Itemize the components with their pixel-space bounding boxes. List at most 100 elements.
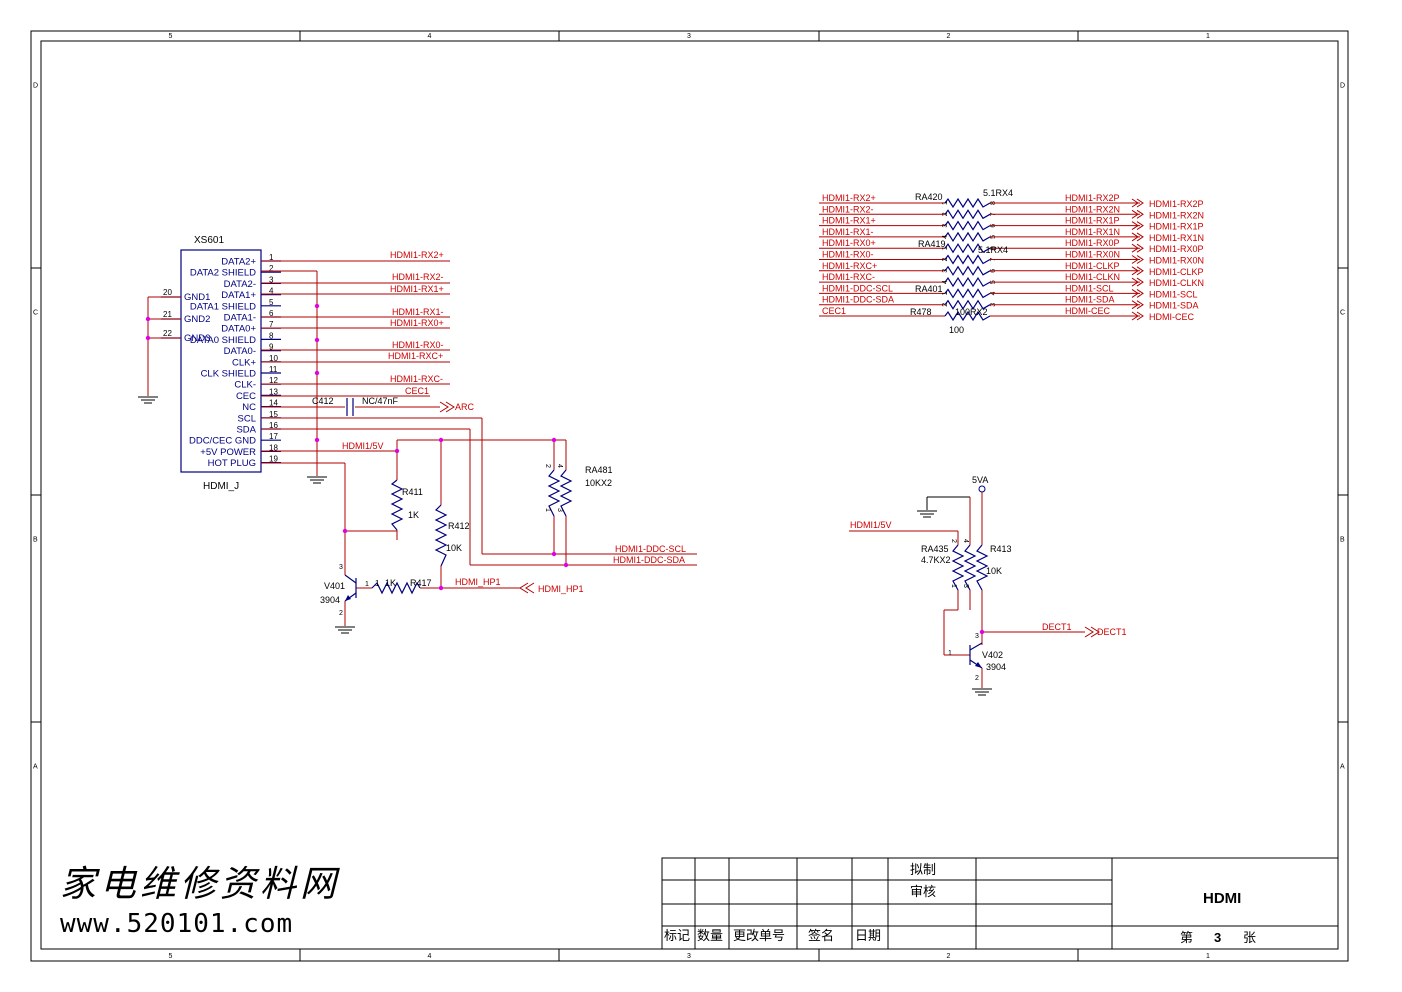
resnet-port-5: HDMI1-RX0N bbox=[1149, 256, 1204, 266]
pin-name-10: CLK+ bbox=[232, 357, 256, 368]
pin-name-16: SDA bbox=[236, 425, 256, 436]
v402-pin-2: 2 bbox=[975, 675, 979, 682]
pin-name-7: DATA0+ bbox=[221, 324, 256, 335]
pin-name-9: DATA0- bbox=[224, 346, 256, 357]
tb-col-sign: 签名 bbox=[808, 928, 834, 943]
resistor-array-ra435[interactable]: RA435 4.7KX2 2 4 1 3 bbox=[921, 539, 977, 591]
pin-number-8: 8 bbox=[269, 331, 274, 340]
tb-sheet-number: 3 bbox=[1214, 930, 1221, 945]
resnet-mid-net-2: HDMI1-RX1P bbox=[1065, 216, 1120, 226]
resistor-array-ra481[interactable]: RA481 10KX2 2 4 1 3 bbox=[544, 464, 613, 517]
pin-number-15: 15 bbox=[269, 410, 278, 419]
pin-number-18: 18 bbox=[269, 443, 278, 452]
pin-name-19: HOT PLUG bbox=[208, 458, 256, 469]
pin-number-12: 12 bbox=[269, 376, 278, 385]
resnet-left-net-6: HDMI1-RXC+ bbox=[822, 261, 877, 271]
pin-number-17: 17 bbox=[269, 432, 278, 441]
ra481-pin-4: 4 bbox=[556, 464, 563, 468]
net-label-rx0n: HDMI1-RX0- bbox=[392, 340, 444, 350]
net-label-hdmi5v: HDMI1/5V bbox=[342, 441, 384, 451]
net-label-rxcp: HDMI1-RXC+ bbox=[388, 351, 443, 361]
pin-name-8: DATA0 SHIELD bbox=[190, 335, 256, 346]
ra481-pin-3: 3 bbox=[556, 508, 563, 512]
pin-name-15: SCL bbox=[238, 413, 256, 424]
resistor-r411[interactable]: R411 1K bbox=[390, 479, 423, 531]
resnet-left-net-5: HDMI1-RX0- bbox=[822, 250, 874, 260]
v402-pin-3: 3 bbox=[975, 633, 979, 640]
gnd-pin-name-20: GND1 bbox=[184, 292, 210, 303]
resnet-element-4 bbox=[944, 243, 991, 254]
inner-frame bbox=[40, 40, 1339, 950]
resistor-r413[interactable]: R413 10K bbox=[975, 544, 1012, 591]
resnet-mid-net-8: HDMI1-SCL bbox=[1065, 283, 1114, 293]
resnet-port-2: HDMI1-RX1P bbox=[1149, 222, 1204, 232]
zone-row-left-A: A bbox=[33, 764, 38, 771]
resnet-left-net-4: HDMI1-RX0+ bbox=[822, 238, 876, 248]
pin-name-13: CEC bbox=[236, 391, 256, 402]
net-label-rx0p: HDMI1-RX0+ bbox=[390, 318, 444, 328]
resistor-r417[interactable]: 1 1K R417 bbox=[371, 578, 432, 595]
resnet-element-2 bbox=[944, 220, 991, 231]
resnet-mid-net-7: HDMI1-CLKN bbox=[1065, 272, 1120, 282]
pin-number-19: 19 bbox=[269, 455, 278, 464]
ra401-ref: RA401 bbox=[915, 284, 943, 294]
ra481-pin-2: 2 bbox=[544, 464, 551, 468]
outer-frame bbox=[30, 30, 1349, 962]
resnet-pin-l-7: 4 bbox=[942, 280, 949, 284]
pin-number-1: 1 bbox=[269, 253, 274, 262]
net-label-hdmi-hp1: HDMI_HP1 bbox=[455, 577, 501, 587]
ra435-pin-2: 2 bbox=[950, 539, 957, 543]
zone-row-left-D: D bbox=[33, 83, 38, 90]
resnet-element-0 bbox=[944, 197, 991, 209]
resnet-left-net-7: HDMI1-RXC- bbox=[822, 272, 875, 282]
zone-row-right-C: C bbox=[1340, 310, 1345, 317]
gnd-pin-name-22: GND3 bbox=[184, 333, 210, 344]
v401-pin-1: 1 bbox=[365, 581, 369, 588]
resnet-port-3: HDMI1-RX1N bbox=[1149, 233, 1204, 243]
resnet-left-net-3: HDMI1-RX1- bbox=[822, 227, 874, 237]
resnet-left-net-0: HDMI1-RX2+ bbox=[822, 193, 876, 203]
zone-col-bottom-5: 5 bbox=[169, 953, 173, 960]
ra420-ref: RA420 bbox=[915, 192, 943, 202]
gnd-symbol-v401 bbox=[335, 626, 355, 634]
r412-ref: R412 bbox=[448, 521, 470, 531]
zone-col-top-1: 1 bbox=[1206, 33, 1210, 40]
net-label-rx1p: HDMI1-RX1+ bbox=[390, 284, 444, 294]
watermark-line1: 家电维修资料网 bbox=[60, 864, 341, 905]
net-label-hdmi5v-2: HDMI1/5V bbox=[850, 520, 892, 530]
resistor-r412[interactable]: R412 10K bbox=[434, 504, 470, 567]
pin-number-6: 6 bbox=[269, 309, 274, 318]
ra435-ref: RA435 bbox=[921, 544, 949, 554]
capacitor-c412[interactable]: C412 NC/47nF ARC bbox=[312, 396, 475, 416]
pin-number-3: 3 bbox=[269, 275, 274, 284]
resnet-element-10 bbox=[944, 310, 991, 322]
net-label-rx2p: HDMI1-RX2+ bbox=[390, 250, 444, 260]
pin-name-1: DATA2+ bbox=[221, 257, 256, 268]
connector-type: HDMI_J bbox=[203, 481, 239, 492]
net-label-dect1: DECT1 bbox=[1042, 622, 1072, 632]
zone-col-bottom-3: 3 bbox=[687, 953, 691, 960]
v401-ref: V401 bbox=[324, 581, 345, 591]
dect1-port-label: DECT1 bbox=[1097, 627, 1127, 637]
v402-value: 3904 bbox=[986, 662, 1006, 672]
pin-name-6: DATA1- bbox=[224, 313, 256, 324]
r417-ref: R417 bbox=[410, 578, 432, 588]
watermark: 家电维修资料网 www.520101.com bbox=[60, 855, 360, 939]
tb-col-change: 更改单号 bbox=[733, 928, 785, 943]
resnet-mid-net-1: HDMI1-RX2N bbox=[1065, 204, 1120, 214]
zone-row-left-B: B bbox=[33, 537, 38, 544]
tb-review-label: 审核 bbox=[910, 884, 936, 899]
resnet-port-7: HDMI1-CLKN bbox=[1149, 278, 1204, 288]
port-hdmi-hp1: HDMI_HP1 bbox=[519, 582, 584, 594]
resnet-left-net-10: CEC1 bbox=[822, 306, 846, 316]
pin-number-10: 10 bbox=[269, 354, 278, 363]
arc-port: ARC bbox=[455, 402, 475, 412]
transistor-v402[interactable]: V402 3904 3 1 2 bbox=[948, 633, 1006, 696]
connector-signal-wires bbox=[261, 260, 697, 591]
transistor-v401[interactable]: V401 3904 3 2 1 bbox=[320, 564, 369, 634]
pin-name-2: DATA2 SHIELD bbox=[190, 268, 256, 279]
